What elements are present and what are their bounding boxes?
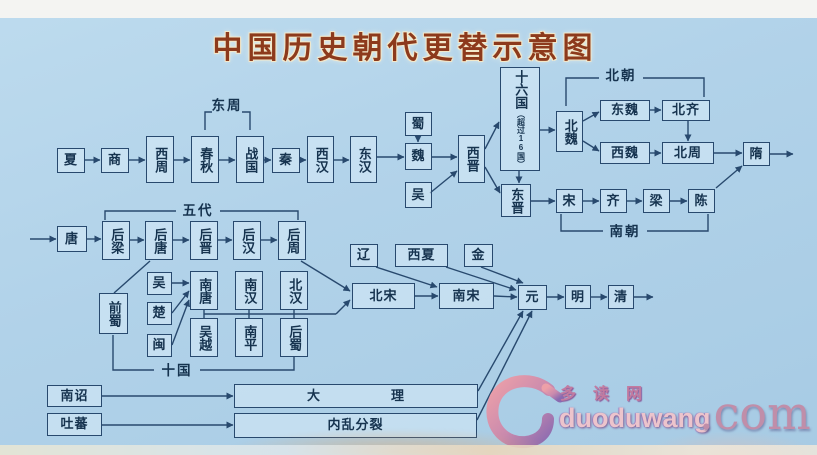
node-yuan: 元 xyxy=(518,285,547,310)
node-xijin: 西晋 xyxy=(458,135,485,183)
node-xia: 夏 xyxy=(57,148,85,173)
node-min: 闽 xyxy=(147,334,172,357)
node-chunqiu: 春秋 xyxy=(191,136,219,183)
bracket-wudai-line-2 xyxy=(220,210,299,220)
edge-houzhou-beisong xyxy=(300,260,351,292)
node-houshu: 后蜀 xyxy=(280,318,308,357)
bracket-shiguo-line-2 xyxy=(200,357,295,371)
node-wuyue: 吴越 xyxy=(190,318,218,357)
edge-dali-yuan xyxy=(477,310,524,392)
node-nanzhao: 南诏 xyxy=(47,385,102,407)
edge-bus-corner-beisong xyxy=(335,299,351,315)
edge-min-nantang xyxy=(171,299,190,346)
node-qing: 清 xyxy=(608,285,634,309)
bracket-shiguo-line-1 xyxy=(112,335,154,371)
node-beiwei: 北魏 xyxy=(556,111,583,152)
edge-xixia-yuan xyxy=(445,266,517,292)
edge-liao-nansong xyxy=(375,266,438,289)
bracket-label-beichao: 北朝 xyxy=(605,68,637,83)
edge-wu-sanguo-xijin xyxy=(429,170,458,194)
top-margin-strip xyxy=(0,0,817,18)
bracket-beichao-line-2 xyxy=(643,77,705,97)
bracket-dongzhou-line-2 xyxy=(242,111,251,130)
edge-chu-nantang xyxy=(171,290,190,314)
node-jin: 金 xyxy=(464,244,493,267)
node-houliang: 后梁 xyxy=(102,221,130,260)
bracket-nanchao-line-2 xyxy=(647,214,709,232)
node-houjin: 后晋 xyxy=(190,221,218,260)
edge-beiwei-dongwei xyxy=(582,111,600,122)
node-nansong: 南宋 xyxy=(439,283,494,309)
node-xizhou: 西周 xyxy=(146,136,174,183)
node-shiliuguo: 十六国（超过16国） xyxy=(500,67,540,171)
node-qi: 齐 xyxy=(600,189,627,213)
node-beihan: 北汉 xyxy=(280,271,308,310)
node-liang: 梁 xyxy=(643,189,670,213)
node-qianshu: 前蜀 xyxy=(99,293,128,334)
node-qin: 秦 xyxy=(272,148,300,173)
edge-beiwei-xiwei xyxy=(582,140,600,152)
bracket-nanchao-line-1 xyxy=(560,214,603,232)
node-shang: 商 xyxy=(101,148,129,173)
edge-qianshu-houtang xyxy=(113,260,151,294)
page-title: 中国历史朝代更替示意图 xyxy=(212,31,598,66)
node-tang: 唐 xyxy=(57,226,87,252)
node-tubo: 吐蕃 xyxy=(47,413,102,436)
node-beisong: 北宋 xyxy=(352,283,415,309)
node-chu: 楚 xyxy=(147,302,172,325)
edge-chen-sui xyxy=(715,165,743,189)
watermark-pinyin: duoduwang xyxy=(559,403,711,433)
bracket-label-dongzhou: 东周 xyxy=(211,98,243,113)
bracket-label-wudai: 五代 xyxy=(182,203,214,218)
bracket-dongzhou-line-1 xyxy=(204,111,212,130)
bracket-label-nanchao: 南朝 xyxy=(609,224,641,239)
node-shiliuguo-annotation: （超过16国） xyxy=(516,110,526,168)
edge-xijin-shiliuguo xyxy=(484,121,500,150)
node-liao: 辽 xyxy=(350,244,378,267)
node-xihan: 西汉 xyxy=(307,136,334,183)
node-wu-sanguo: 吴 xyxy=(405,182,432,208)
node-wei: 魏 xyxy=(405,143,432,170)
node-houhan: 后汉 xyxy=(233,221,261,260)
bracket-label-shiguo: 十国 xyxy=(161,363,193,378)
node-xiwei: 西魏 xyxy=(600,142,650,164)
node-nanping: 南平 xyxy=(235,318,263,357)
node-houtang: 后唐 xyxy=(145,221,173,260)
node-sui: 隋 xyxy=(743,142,770,166)
bracket-beichao-line-1 xyxy=(565,77,599,106)
bottom-edge-strip xyxy=(0,445,817,455)
node-zhanguo: 战国 xyxy=(236,136,264,183)
node-song-south: 宋 xyxy=(556,189,583,213)
node-dongwei: 东魏 xyxy=(600,100,650,121)
node-houzhou: 后周 xyxy=(278,221,306,260)
node-nanhan: 南汉 xyxy=(235,271,263,310)
node-wu-shiguo: 吴 xyxy=(147,272,172,295)
edge-neiluan-yuan xyxy=(476,310,533,421)
node-dali: 大 理 xyxy=(234,384,478,408)
watermark-tld: .com xyxy=(699,386,811,440)
node-beizhou: 北周 xyxy=(662,142,714,164)
edge-xijin-dongjin xyxy=(484,166,501,194)
watermark-site-name: 多读网 xyxy=(560,386,660,403)
node-dongjin: 东晋 xyxy=(501,184,531,217)
node-xixia: 西夏 xyxy=(395,244,448,267)
node-chen: 陈 xyxy=(688,189,715,213)
node-nantang: 南唐 xyxy=(190,271,218,310)
edge-jin-yuan xyxy=(480,266,524,284)
node-shu: 蜀 xyxy=(405,112,432,136)
edge-nansong-yuan xyxy=(493,293,518,301)
node-donghan: 东汉 xyxy=(350,136,377,183)
bracket-wudai-line-1 xyxy=(104,210,176,220)
node-ming: 明 xyxy=(565,285,591,309)
node-beiqi: 北齐 xyxy=(662,100,710,121)
